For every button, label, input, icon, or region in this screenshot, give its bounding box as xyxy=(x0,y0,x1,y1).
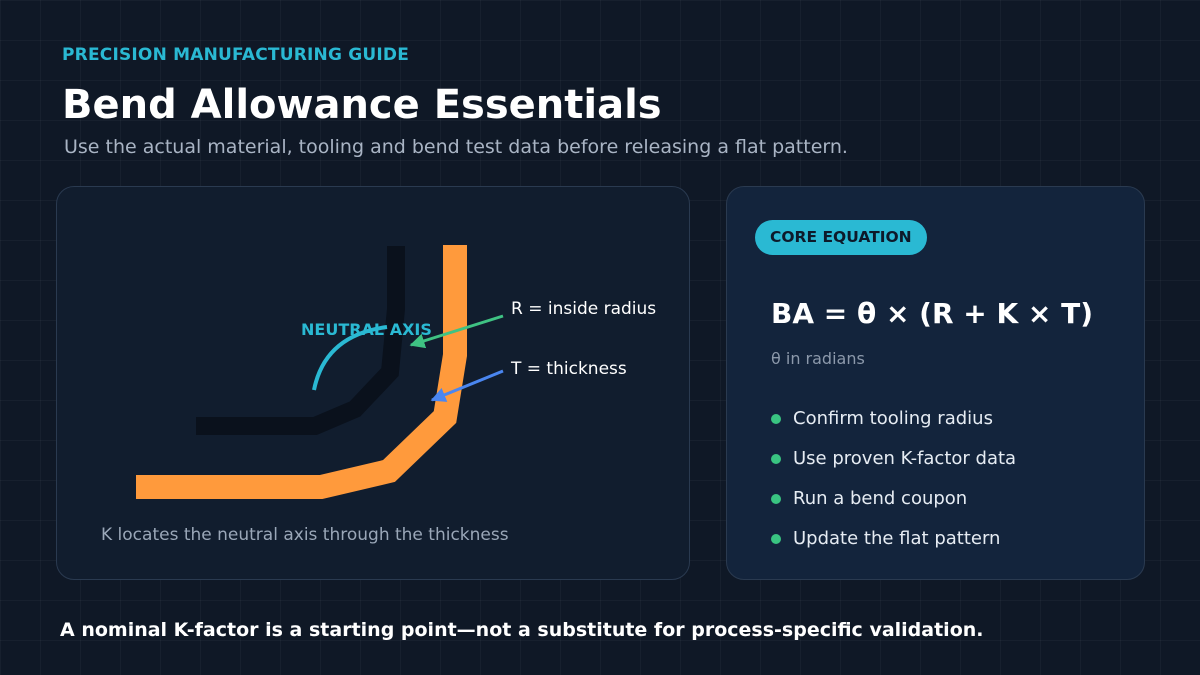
bullet-dot-icon xyxy=(771,454,781,464)
equation-note: θ in radians xyxy=(771,349,865,368)
checklist-item-label: Run a bend coupon xyxy=(793,488,968,509)
checklist-item: Run a bend coupon xyxy=(771,487,1016,527)
bullet-dot-icon xyxy=(771,534,781,544)
neutral-axis-arc xyxy=(312,325,388,391)
checklist-item: Update the flat pattern xyxy=(771,527,1016,567)
radius-arrow xyxy=(409,314,504,349)
bullet-dot-icon xyxy=(771,414,781,424)
diagram-caption: K locates the neutral axis through the t… xyxy=(101,525,509,545)
checklist-item-label: Update the flat pattern xyxy=(793,528,1001,549)
bend-diagram: NEUTRAL AXIS R = inside radius T = thick… xyxy=(136,245,656,499)
footer-note: A nominal K-factor is a starting point—n… xyxy=(60,619,984,641)
thickness-label: T = thickness xyxy=(510,359,627,379)
neutral-axis-label: NEUTRAL AXIS xyxy=(301,320,432,339)
checklist-item: Confirm tooling radius xyxy=(771,407,1016,447)
equation-card: CORE EQUATION BA = θ × (R + K × T) θ in … xyxy=(726,186,1145,580)
bend-allowance-equation: BA = θ × (R + K × T) xyxy=(771,297,1094,330)
checklist: Confirm tooling radius Use proven K-fact… xyxy=(771,407,1016,567)
subtitle: Use the actual material, tooling and ben… xyxy=(64,136,848,158)
bullet-dot-icon xyxy=(771,494,781,504)
checklist-item-label: Use proven K-factor data xyxy=(793,448,1017,469)
core-equation-badge: CORE EQUATION xyxy=(755,220,927,255)
page-title: Bend Allowance Essentials xyxy=(62,82,662,128)
checklist-item: Use proven K-factor data xyxy=(771,447,1016,487)
eyebrow: PRECISION MANUFACTURING GUIDE xyxy=(62,45,410,65)
part-shadow xyxy=(196,246,405,435)
bent-part xyxy=(136,245,467,499)
thickness-arrow xyxy=(430,369,504,402)
radius-label: R = inside radius xyxy=(511,299,656,319)
diagram-card: NEUTRAL AXIS R = inside radius T = thick… xyxy=(56,186,690,580)
checklist-item-label: Confirm tooling radius xyxy=(793,408,993,429)
